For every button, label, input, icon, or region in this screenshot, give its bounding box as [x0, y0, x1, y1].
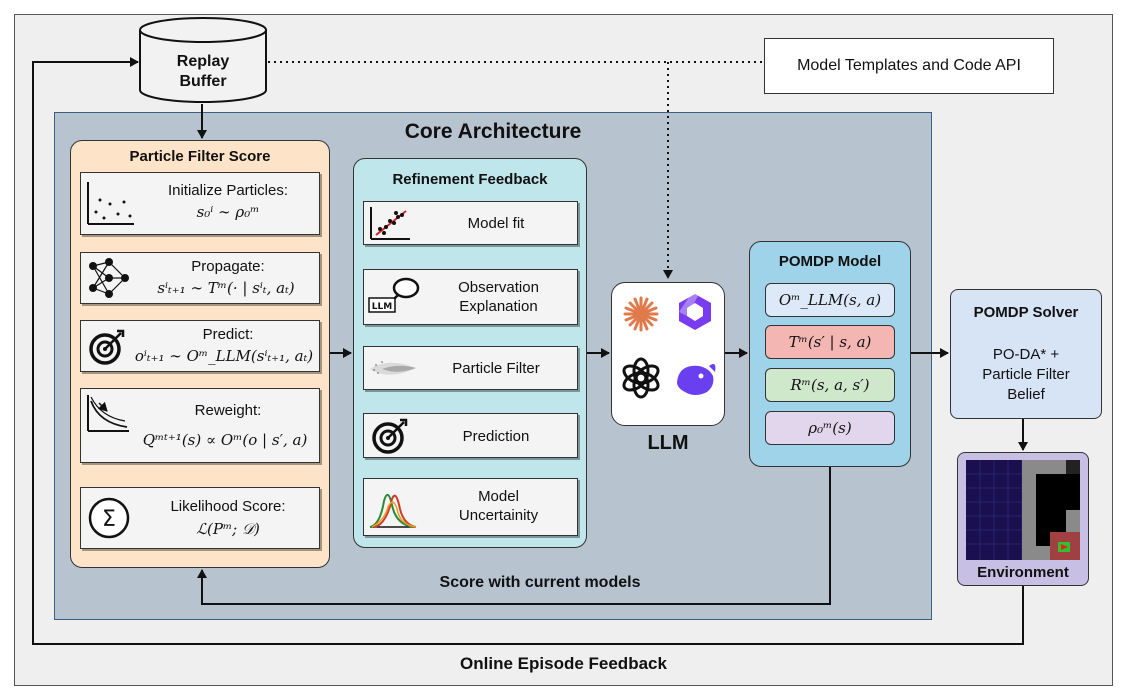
score-with-current-models-label: Score with current models [439, 574, 641, 591]
distribution-curves-icon [369, 494, 417, 528]
score-loop-arrow [197, 467, 831, 605]
rf-step-label-line2: Uncertainity [458, 507, 539, 524]
online-episode-feedback-label: Online Episode Feedback [460, 654, 667, 673]
target-icon [372, 418, 408, 454]
deepseek-logo-icon [677, 364, 716, 395]
pf-step-math: sⁱₜ₊₁ ∼ Tᵐ(· | sⁱₜ, aₜ) [157, 279, 295, 297]
rf-step-model-fit: Model fit [363, 201, 578, 245]
pf-step-propagate: Propagate: sⁱₜ₊₁ ∼ Tᵐ(· | sⁱₜ, aₜ) [80, 252, 320, 304]
scatter-plot-icon [87, 182, 134, 225]
particle-filter-title: Particle Filter Score [129, 148, 271, 165]
transition-model-box: Tᵐ(s′ | s, a) [765, 325, 895, 359]
pf-step-math: Qᵐᵗ⁺¹(s) ∝ Oᵐ(o | s′, a) [142, 431, 308, 449]
replay-buffer-cylinder [139, 17, 267, 103]
observation-model-box: Oᵐ_LLM(s, a) [765, 283, 895, 317]
initial-state-model-box: ρ₀ᵐ(s) [765, 411, 895, 445]
environment-label: Environment [977, 564, 1069, 581]
pomdp-solver-box [950, 289, 1102, 419]
solver-description: PO-DA* + Particle Filter Belief [950, 345, 1102, 405]
core-architecture-title: Core Architecture [404, 120, 582, 143]
solver-line3: Belief [1007, 386, 1045, 403]
pf-step-math: ℒ(Pᵐ; 𝒟) [196, 520, 260, 538]
solver-line1: PO-DA* + [992, 346, 1060, 363]
llm-logos [622, 294, 716, 399]
rf-step-label: Model Uncertainity [420, 487, 577, 525]
solver-line2: Particle Filter [982, 366, 1070, 383]
pomdp-model-title: POMDP Model [778, 253, 882, 270]
rf-step-prediction: Prediction [363, 413, 578, 458]
pf-step-initialize: Initialize Particles: s₀ⁱ ∼ ρ₀ᵐ [80, 172, 320, 235]
pf-step-label: Reweight: [194, 402, 262, 419]
replay-buffer-line1: Replay [176, 53, 230, 70]
solver-title: POMDP Solver [973, 304, 1079, 321]
pf-step-predict: Predict: oⁱₜ₊₁ ∼ Oᵐ_LLM(sⁱₜ₊₁, aₜ) [80, 320, 320, 372]
sigma-icon: Σ [88, 497, 130, 539]
pf-step-label: Predict: [202, 326, 254, 343]
online-feedback-arrow [32, 57, 1024, 645]
rf-step-label: Particle Filter [452, 360, 540, 377]
rf-step-label-line1: Observation [458, 279, 539, 296]
rf-step-label-line2: Explanation [459, 298, 538, 315]
decay-curve-icon [87, 395, 129, 432]
pf-step-math: oⁱₜ₊₁ ∼ Oᵐ_LLM(sⁱₜ₊₁, aₜ) [134, 347, 314, 365]
rf-step-label: Observation Explanation [420, 278, 577, 316]
pf-step-math: s₀ⁱ ∼ ρ₀ᵐ [196, 203, 260, 221]
rf-step-label: Prediction [462, 428, 530, 445]
pf-step-likelihood: Σ Likelihood Score: ℒ(Pᵐ; 𝒟) [80, 487, 320, 549]
rf-step-observation: LLM Observation Explanation [363, 269, 578, 325]
model-templates-box: Model Templates and Code API [764, 38, 1054, 94]
refinement-title: Refinement Feedback [392, 171, 548, 188]
reward-model-box: Rᵐ(s, a, s′) [765, 368, 895, 402]
rf-step-particle-filter: Particle Filter [363, 346, 578, 390]
target-icon [89, 329, 125, 365]
pf-step-label: Likelihood Score: [170, 498, 286, 515]
gemini-logo-icon [679, 294, 711, 330]
svg-text:Σ: Σ [102, 507, 116, 532]
svg-text:LLM: LLM [372, 302, 392, 312]
openai-logo-icon [622, 357, 660, 399]
rf-step-uncertainty: Model Uncertainity [363, 478, 578, 536]
neural-network-icon [89, 258, 129, 298]
environment-grid-image [966, 460, 1080, 560]
replay-buffer-label: Replay Buffer [138, 52, 268, 92]
regression-fit-icon [370, 207, 410, 240]
model-templates-label: Model Templates and Code API [797, 57, 1021, 74]
claude-logo-icon [623, 296, 659, 332]
pf-step-reweight: Reweight: Qᵐᵗ⁺¹(s) ∝ Oᵐ(o | s′, a) [80, 388, 320, 463]
pf-step-label: Propagate: [191, 258, 265, 275]
pf-step-label: Initialize Particles: [167, 182, 289, 199]
particle-cloud-icon [370, 361, 416, 375]
llm-label: LLM [647, 432, 689, 454]
rf-step-label-line1: Model [478, 488, 519, 505]
replay-buffer-line2: Buffer [179, 73, 227, 90]
rf-step-label: Model fit [467, 215, 525, 232]
llm-speech-icon: LLM [368, 277, 420, 313]
